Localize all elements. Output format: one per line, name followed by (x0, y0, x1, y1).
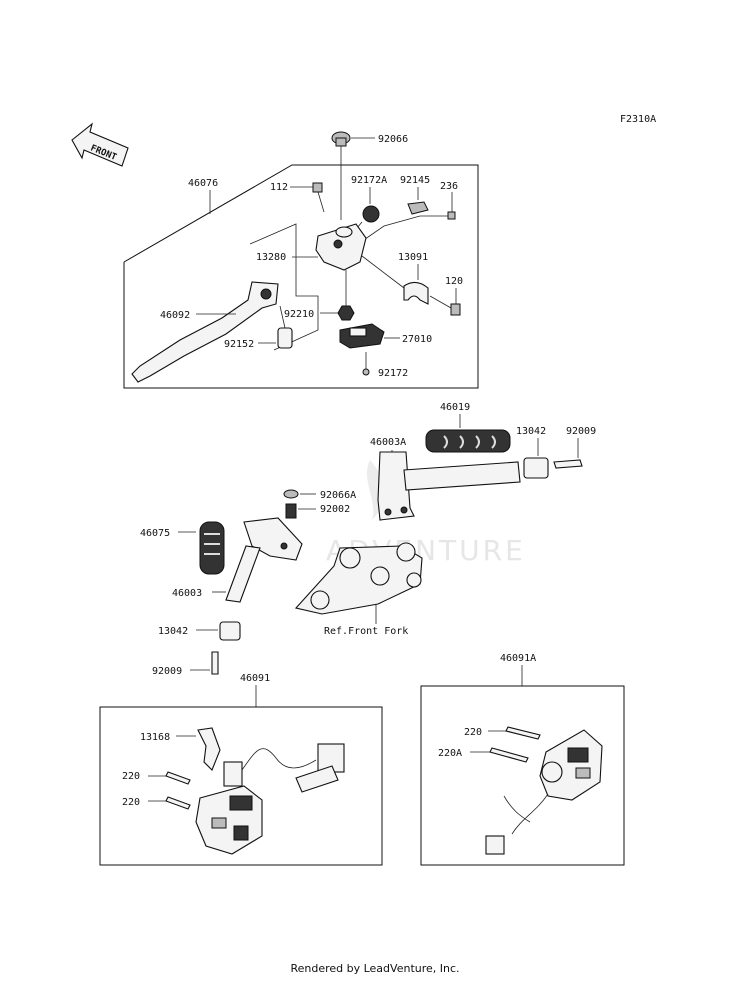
label-13042-right: 13042 (516, 426, 546, 437)
switch-assembly-46091A: 46091A 220 220A (420, 653, 625, 866)
label-92002: 92002 (320, 504, 350, 515)
front-arrow-icon: FRONT (71, 122, 129, 167)
part-120-bolt (450, 303, 461, 316)
label-46075: 46075 (140, 528, 170, 539)
label-236: 236 (440, 181, 458, 192)
part-92009-left-screw (211, 651, 219, 675)
box-46091A (420, 685, 625, 866)
part-92066-stem (335, 137, 347, 147)
part-46092-lever (131, 281, 279, 383)
part-220-right-screw (505, 726, 541, 740)
part-92152-collar (277, 327, 293, 349)
switch-assembly-46091: 46091 13168 220 220 (99, 673, 383, 866)
label-27010: 27010 (402, 334, 432, 345)
part-46091-switch-housing (195, 785, 263, 855)
part-46091-connector (223, 761, 243, 787)
label-13168: 13168 (140, 732, 170, 743)
part-92172-screw (362, 368, 370, 376)
part-46003-handlebar (225, 517, 303, 603)
part-92066A-cap (283, 489, 299, 499)
label-92145: 92145 (400, 175, 430, 186)
figure-code: F2310A (620, 114, 656, 125)
part-13280-lever-holder (315, 223, 367, 271)
label-220-lower: 220 (122, 797, 140, 808)
part-13091-clamp (403, 281, 429, 305)
label-120: 120 (445, 276, 463, 287)
part-220-upper-screw (165, 771, 191, 785)
part-13168-bracket (197, 727, 221, 771)
label-46091A: 46091A (500, 653, 536, 664)
label-ref-front-fork: Ref.Front Fork (324, 626, 408, 637)
label-92066A: 92066A (320, 490, 356, 501)
part-46019-grip (425, 429, 511, 453)
label-46003A: 46003A (370, 437, 406, 448)
box-46091 (99, 706, 383, 866)
clutch-lever-assembly: 92066 46076 112 92172A 92145 236 13280 (123, 131, 479, 389)
assembly-box-46076 (123, 164, 479, 389)
part-92210-nut (337, 305, 355, 321)
part-27010-switch (339, 323, 385, 349)
handlebar-assembly: 46019 46003A 13042 92009 92066A 92002 (140, 402, 596, 677)
label-92066: 92066 (378, 134, 408, 145)
label-13280: 13280 (256, 252, 286, 263)
part-46091A-connector (485, 835, 505, 855)
part-92009-right-screw (553, 459, 583, 469)
part-220A-screw (489, 747, 529, 763)
label-220-right: 220 (464, 727, 482, 738)
label-220A: 220A (438, 748, 462, 759)
label-46076: 46076 (188, 178, 218, 189)
footer-credit: Rendered by LeadVenture, Inc. (290, 962, 460, 975)
part-220-lower-screw (165, 796, 191, 810)
front-fork-triple-clamp (294, 542, 423, 615)
part-92002-bolt (285, 503, 297, 519)
label-46003: 46003 (172, 588, 202, 599)
label-13091: 13091 (398, 252, 428, 263)
part-46003A-handlebar (377, 451, 521, 521)
part-13042-right-weight (523, 457, 549, 479)
part-112-bolt-head (312, 182, 323, 193)
label-112: 112 (270, 182, 288, 193)
label-92210: 92210 (284, 309, 314, 320)
label-92009-right: 92009 (566, 426, 596, 437)
label-92172A: 92172A (351, 175, 387, 186)
label-220-upper: 220 (122, 771, 140, 782)
part-236-screw (447, 211, 456, 220)
part-13042-left-weight (219, 621, 241, 641)
label-13042-left: 13042 (158, 626, 188, 637)
part-92172A-adjuster (362, 205, 380, 223)
label-46091: 46091 (240, 673, 270, 684)
label-92009-left: 92009 (152, 666, 182, 677)
label-46019: 46019 (440, 402, 470, 413)
part-46091A-switch-housing (539, 729, 603, 801)
label-92152: 92152 (224, 339, 254, 350)
part-46075-grip (199, 521, 225, 575)
part-92145-spring (407, 201, 429, 215)
label-92172: 92172 (378, 368, 408, 379)
label-46092: 46092 (160, 310, 190, 321)
